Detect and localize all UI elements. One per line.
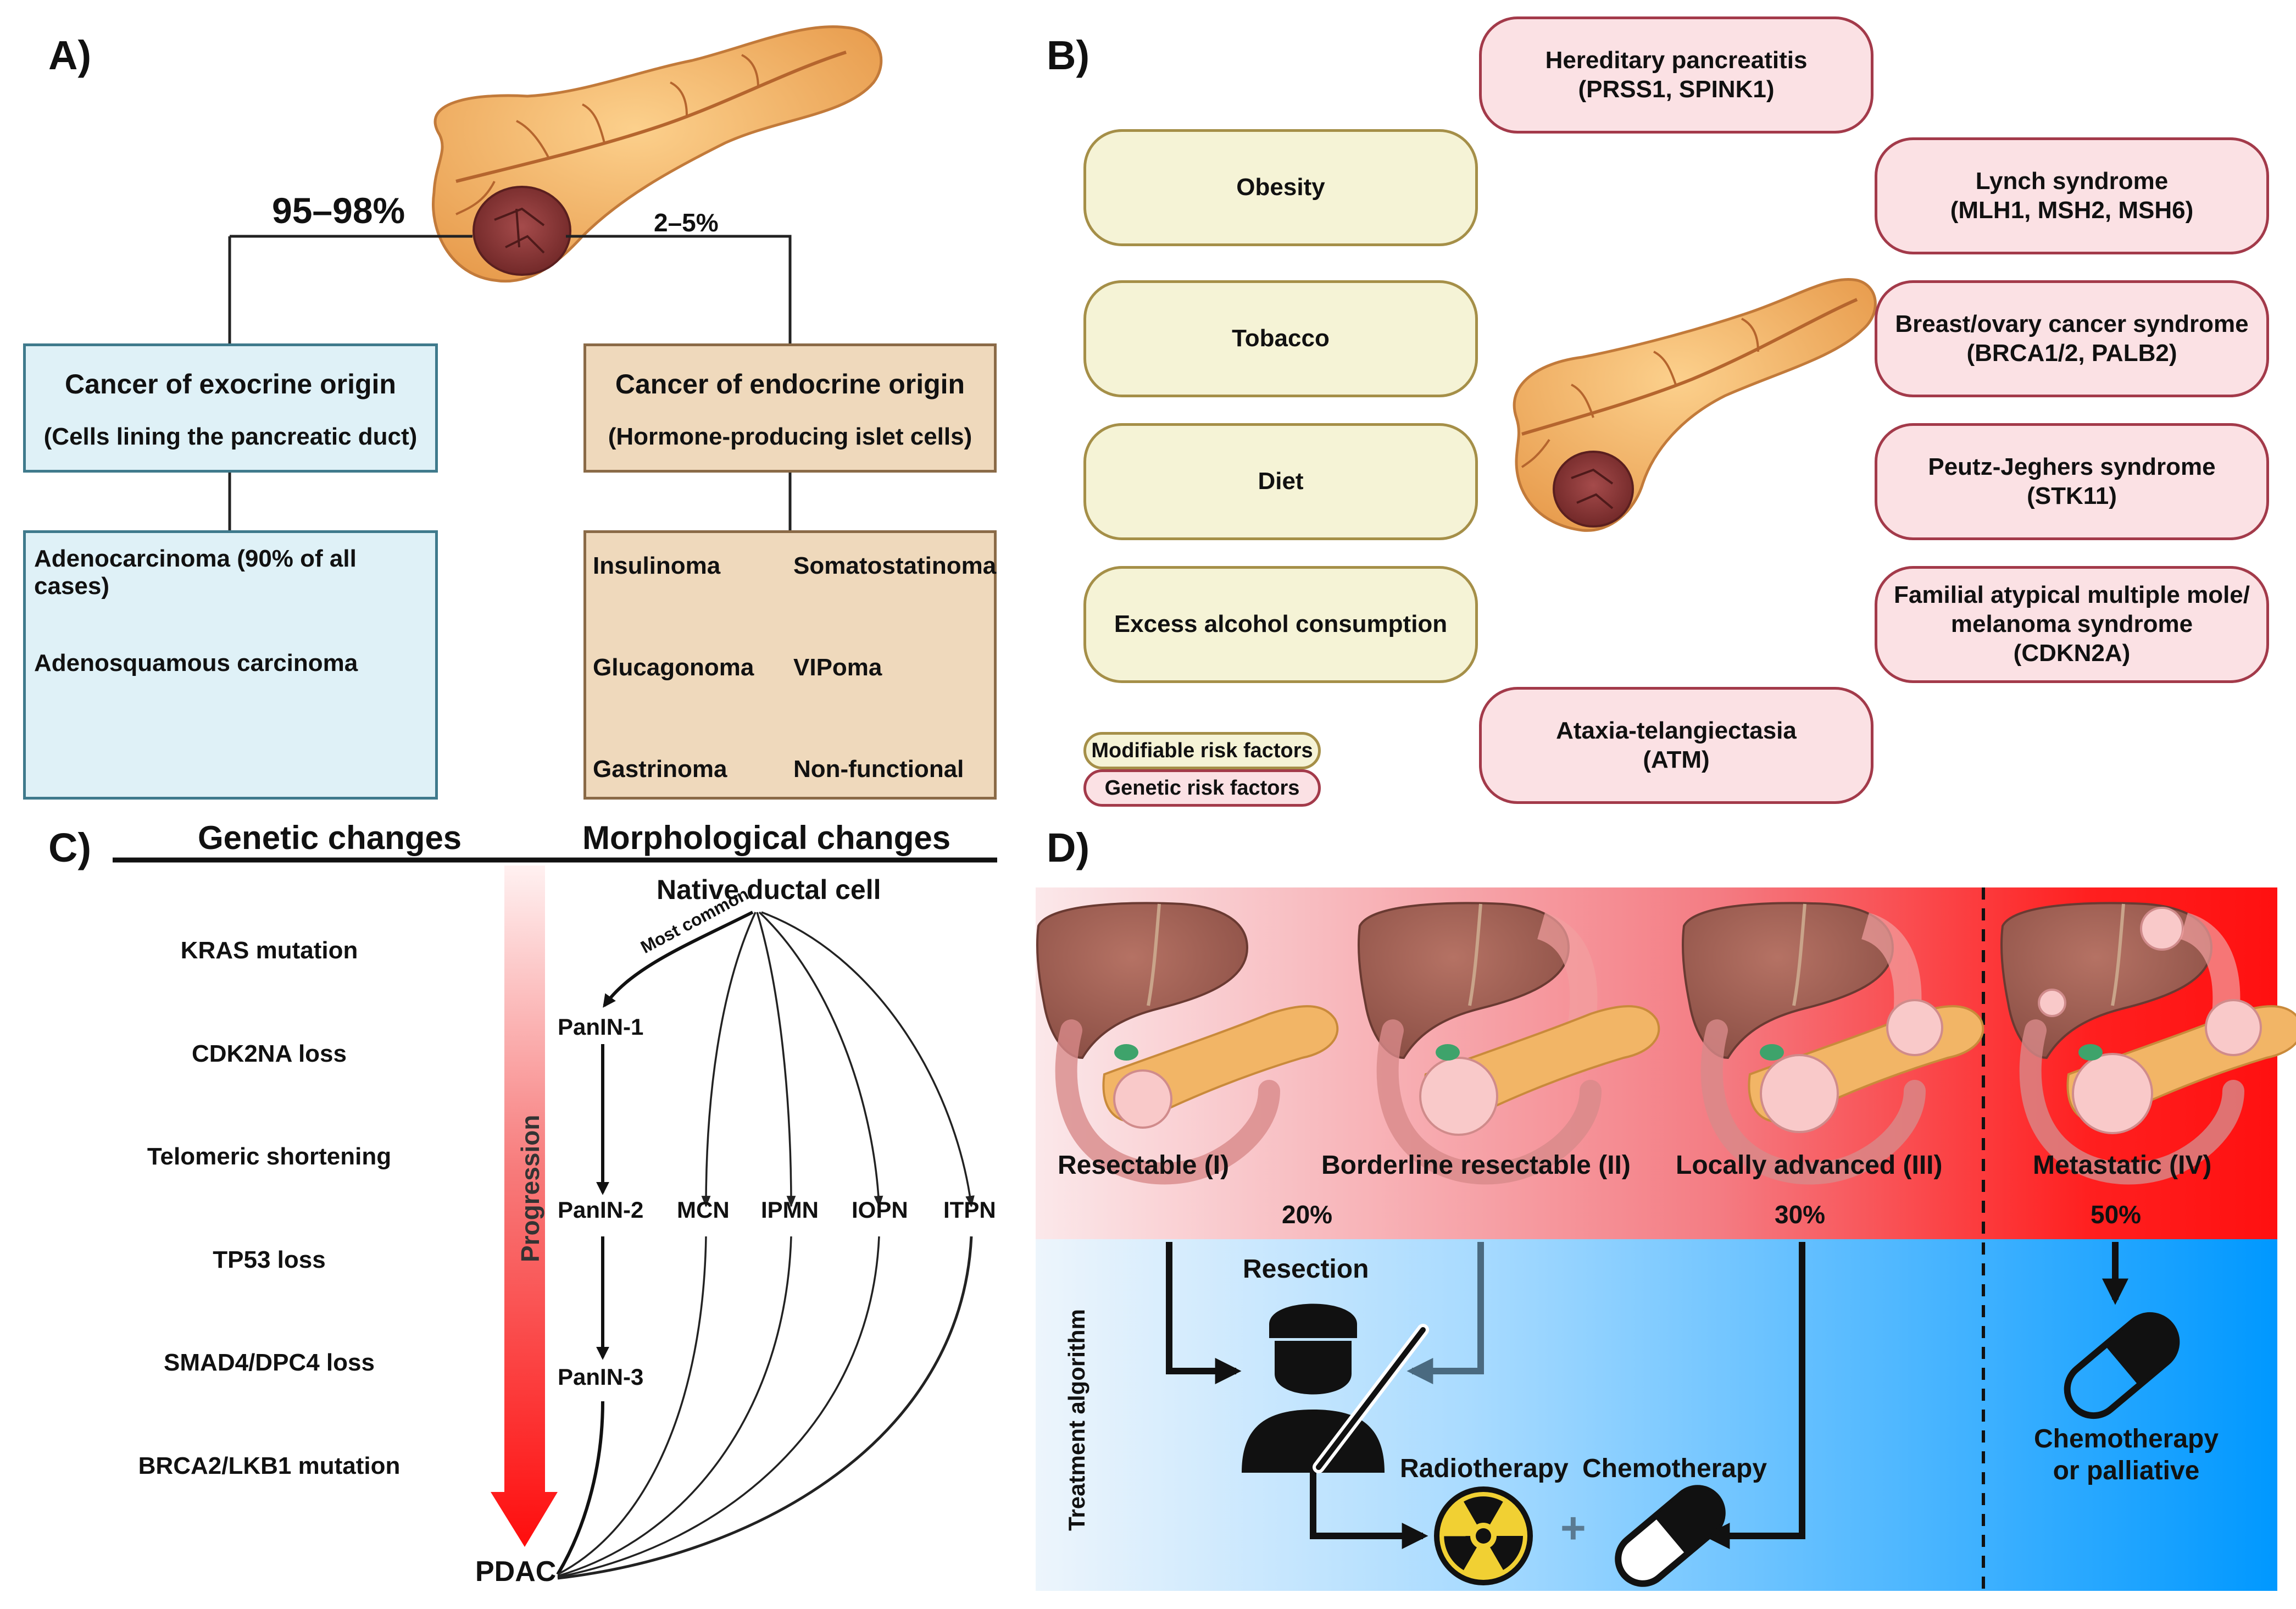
exocrine-percent: 95–98% (272, 190, 405, 231)
organ-stage-1 (1036, 902, 1339, 1185)
exocrine-subtitle: (Cells lining the pancreatic duct) (43, 423, 418, 450)
endocrine-type: VIPoma (793, 654, 882, 681)
endocrine-types-box: Insulinoma Somatostatinoma Glucagonoma V… (583, 530, 997, 800)
treatment-label-wrap: Treatment algorithm (1044, 1309, 1110, 1531)
chemo-palliative-label: Chemotherapy or palliative (2000, 1423, 2253, 1486)
syndrome-genes: (BRCA1/2, PALB2) (1966, 339, 2177, 367)
chemo-palliative-line-1: Chemotherapy (2033, 1424, 2219, 1453)
exocrine-box: Cancer of exocrine origin (Cells lining … (23, 343, 438, 473)
genetic-changes-header: Genetic changes (198, 819, 462, 856)
panel-c-graphics (113, 857, 997, 1580)
endocrine-type: Gastrinoma (593, 756, 727, 783)
genetic-change: SMAD4/DPC4 loss (164, 1349, 375, 1376)
lesion-itpn: ITPN (943, 1197, 996, 1223)
lesion-iopn: IOPN (852, 1197, 908, 1223)
progression-label: Progression (516, 1114, 544, 1262)
risk-brca: Breast/ovary cancer syndrome (BRCA1/2, P… (1875, 280, 2269, 397)
genetic-change: CDK2NA loss (192, 1040, 347, 1067)
pancreas-illustration-b (1513, 278, 1877, 532)
chemotherapy-label: Chemotherapy (1582, 1454, 1767, 1483)
surgeon-icon (1242, 1303, 1429, 1473)
percent-locally-advanced: 30% (1775, 1200, 1826, 1229)
panel-d-graphics (1036, 887, 2296, 1591)
syndrome-name: Hereditary pancreatitis (1545, 46, 1808, 74)
exocrine-types-box: Adenocarcinoma (90% of all cases) Adenos… (23, 530, 438, 800)
syndrome-genes: (PRSS1, SPINK1) (1578, 75, 1775, 103)
progression-arrow (491, 865, 558, 1547)
pdac-label: PDAC (475, 1556, 557, 1588)
percent-metastatic: 50% (2091, 1200, 2142, 1229)
syndrome-genes: (CDKN2A) (2013, 639, 2131, 667)
endocrine-type: Non-functional (793, 756, 964, 783)
pill-icon (1615, 1485, 1726, 1587)
syndrome-name: Breast/ovary cancer syndrome (1895, 310, 2249, 337)
risk-lynch: Lynch syndrome (MLH1, MSH2, MSH6) (1875, 137, 2269, 254)
panel-a-label: A) (48, 32, 92, 78)
risk-alcohol: Excess alcohol consumption (1083, 566, 1478, 683)
panin-2: PanIN-2 (558, 1197, 644, 1223)
organ-stage-2 (1358, 902, 1660, 1185)
endocrine-title: Cancer of endocrine origin (615, 369, 965, 400)
treatment-algorithm-label: Treatment algorithm (1064, 1309, 1089, 1531)
genetic-change: Telomeric shortening (147, 1143, 392, 1170)
syndrome-name: Ataxia-telangiectasia (1556, 717, 1797, 744)
risk-familial-melanoma: Familial atypical multiple mole/ melanom… (1875, 566, 2269, 683)
morphological-changes-header: Morphological changes (582, 819, 951, 856)
panin-3: PanIN-3 (558, 1364, 644, 1390)
syndrome-name: Lynch syndrome (1975, 167, 2169, 195)
panel-d-label: D) (1047, 825, 1090, 870)
lesion-ipmn: IPMN (761, 1197, 819, 1223)
organ-stage-3 (1682, 902, 1984, 1185)
exocrine-type: Adenosquamous carcinoma (34, 650, 358, 676)
panel-c-label: C) (48, 825, 92, 870)
panel-a-graphics (228, 25, 883, 530)
endocrine-box: Cancer of endocrine origin (Hormone-prod… (583, 343, 997, 473)
risk-obesity: Obesity (1083, 129, 1478, 246)
radiotherapy-label: Radiotherapy (1400, 1454, 1569, 1483)
risk-ataxia: Ataxia-telangiectasia (ATM) (1479, 687, 1874, 804)
stage-resectable: Resectable (I) (1058, 1151, 1230, 1180)
syndrome-genes: (STK11) (2027, 482, 2117, 509)
risk-tobacco: Tobacco (1083, 280, 1478, 397)
percent-resectable: 20% (1282, 1200, 1333, 1229)
resection-label: Resection (1243, 1255, 1369, 1284)
exocrine-title: Cancer of exocrine origin (65, 369, 396, 400)
organ-stage-4 (2000, 902, 2296, 1185)
syndrome-genes: (MLH1, MSH2, MSH6) (1950, 196, 2194, 224)
endocrine-subtitle: (Hormone-producing islet cells) (608, 423, 972, 450)
genetic-change: KRAS mutation (180, 937, 358, 964)
radiation-icon (1434, 1486, 1533, 1585)
legend-genetic: Genetic risk factors (1083, 769, 1321, 807)
risk-hereditary-pancreatitis: Hereditary pancreatitis (PRSS1, SPINK1) (1479, 16, 1874, 134)
stage-metastatic: Metastatic (IV) (2033, 1151, 2212, 1180)
genetic-change: BRCA2/LKB1 mutation (138, 1452, 401, 1479)
syndrome-name: Peutz-Jeghers syndrome (1928, 453, 2216, 480)
syndrome-genes: (ATM) (1643, 746, 1710, 773)
pill-icon-palliative (2064, 1312, 2180, 1419)
chemo-palliative-line-2: or palliative (2053, 1456, 2200, 1485)
native-ductal-cell: Native ductal cell (657, 874, 881, 905)
syndrome-name-cont: melanoma syndrome (1950, 611, 2193, 638)
stage-borderline: Borderline resectable (II) (1321, 1151, 1631, 1180)
genetic-change: TP53 loss (213, 1246, 326, 1273)
panin-1: PanIN-1 (558, 1014, 644, 1040)
panel-b-label: B) (1047, 32, 1090, 78)
stage-locally-advanced: Locally advanced (III) (1676, 1151, 1943, 1180)
progression-label-wrap: Progression (500, 1115, 560, 1262)
endocrine-percent: 2–5% (654, 208, 719, 237)
syndrome-name: Familial atypical multiple mole/ (1894, 581, 2250, 609)
plus-sign: + (1560, 1503, 1586, 1552)
tumor-shape (472, 186, 571, 276)
endocrine-type: Insulinoma (593, 552, 721, 579)
exocrine-type: Adenocarcinoma (90% of all cases) (34, 545, 357, 600)
endocrine-type: Somatostatinoma (793, 552, 997, 579)
lesion-mcn: MCN (677, 1197, 730, 1223)
endocrine-type: Glucagonoma (593, 654, 754, 681)
pancreas-illustration-a (432, 25, 883, 283)
risk-peutz-jeghers: Peutz-Jeghers syndrome (STK11) (1875, 423, 2269, 540)
legend-modifiable: Modifiable risk factors (1083, 732, 1321, 769)
risk-diet: Diet (1083, 423, 1478, 540)
